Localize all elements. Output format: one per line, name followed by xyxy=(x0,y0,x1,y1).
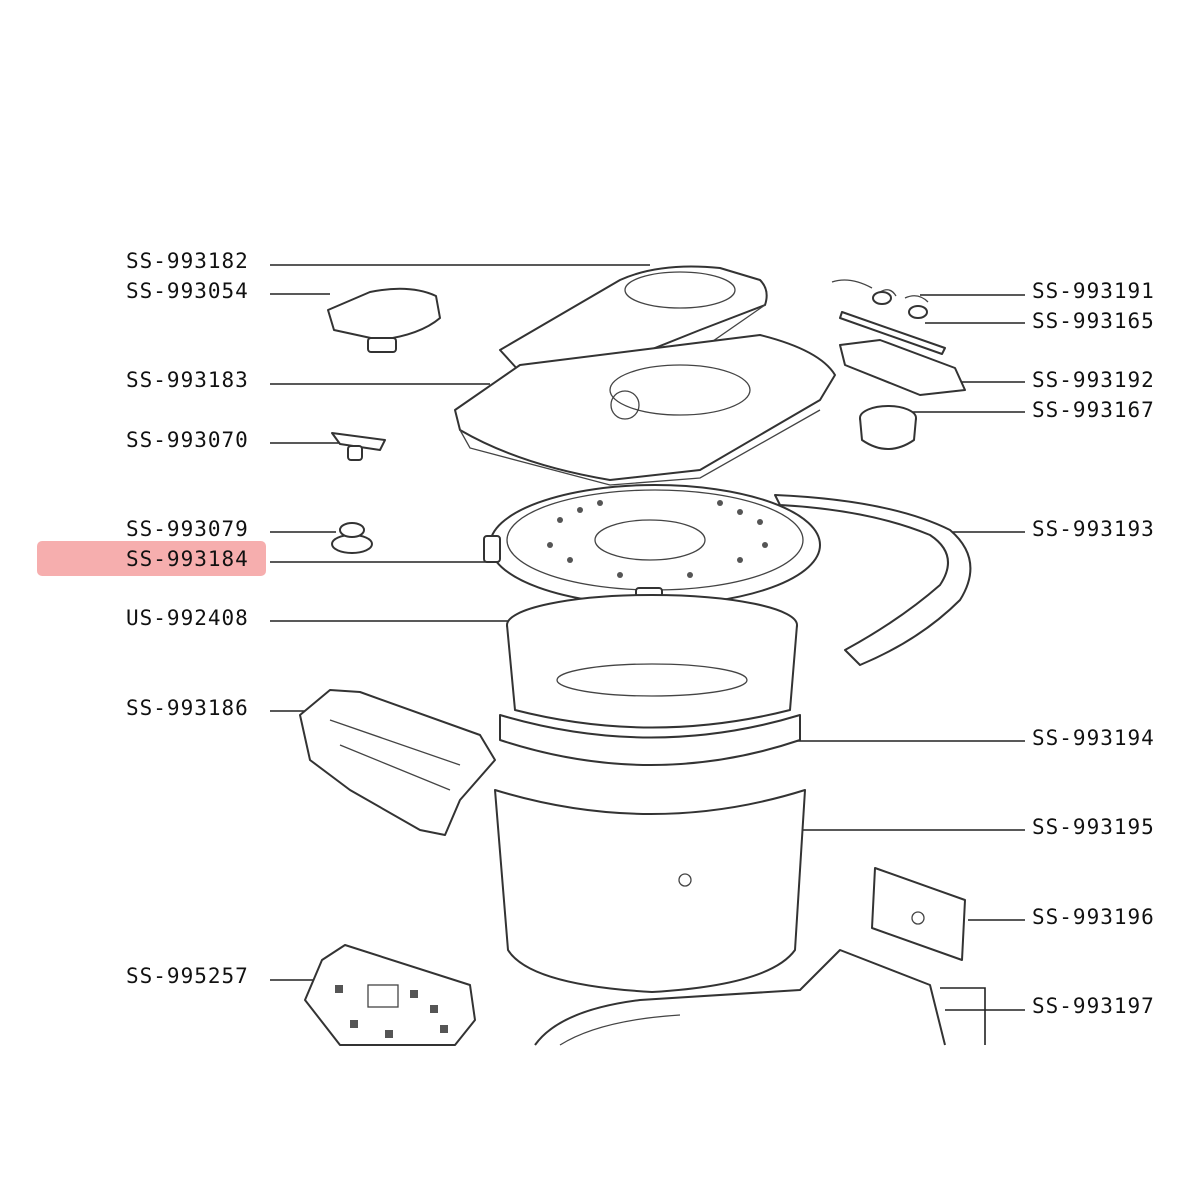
leader-lines-left xyxy=(270,264,650,981)
part-spring xyxy=(831,279,929,319)
part-label-us-992408[interactable]: US-992408 xyxy=(126,606,249,630)
part-rod xyxy=(839,311,946,355)
part-label-ss-993194[interactable]: SS-993194 xyxy=(1032,726,1155,750)
part-label-ss-995257[interactable]: SS-995257 xyxy=(126,964,249,988)
part-label-ss-993079[interactable]: SS-993079 xyxy=(126,517,249,541)
part-label-ss-993191[interactable]: SS-993191 xyxy=(1032,279,1155,303)
part-label-ss-993193[interactable]: SS-993193 xyxy=(1032,517,1155,541)
part-label-ss-993182[interactable]: SS-993182 xyxy=(126,249,249,273)
leader-lines-right xyxy=(795,294,1025,1045)
part-base-ring xyxy=(534,949,946,1046)
part-circuit-board xyxy=(304,944,476,1046)
part-label-ss-993165[interactable]: SS-993165 xyxy=(1032,309,1155,333)
part-label-ss-993196[interactable]: SS-993196 xyxy=(1032,905,1155,929)
part-seal-knob xyxy=(331,522,373,554)
part-inner-pot xyxy=(506,594,798,729)
part-label-ss-993197[interactable]: SS-993197 xyxy=(1032,994,1155,1018)
part-label-ss-993183[interactable]: SS-993183 xyxy=(126,368,249,392)
part-lid-body xyxy=(454,334,836,486)
part-steam-ring xyxy=(499,714,801,766)
part-label-ss-993054[interactable]: SS-993054 xyxy=(126,279,249,303)
part-seal-ring xyxy=(859,405,917,450)
part-bowl xyxy=(494,789,806,993)
part-label-ss-993184-highlighted[interactable]: SS-993184 xyxy=(126,547,249,571)
part-side-control xyxy=(299,689,496,836)
part-inner-lid-plate xyxy=(483,484,821,611)
part-panel xyxy=(871,867,966,961)
part-bracket xyxy=(839,339,966,396)
part-label-ss-993195[interactable]: SS-993195 xyxy=(1032,815,1155,839)
part-clip xyxy=(331,432,386,461)
part-label-ss-993167[interactable]: SS-993167 xyxy=(1032,398,1155,422)
highlight-box xyxy=(37,541,266,576)
part-label-ss-993070[interactable]: SS-993070 xyxy=(126,428,249,452)
part-handle-strap xyxy=(774,494,972,666)
part-valve xyxy=(327,287,441,353)
part-label-ss-993192[interactable]: SS-993192 xyxy=(1032,368,1155,392)
part-label-ss-993186[interactable]: SS-993186 xyxy=(126,696,249,720)
